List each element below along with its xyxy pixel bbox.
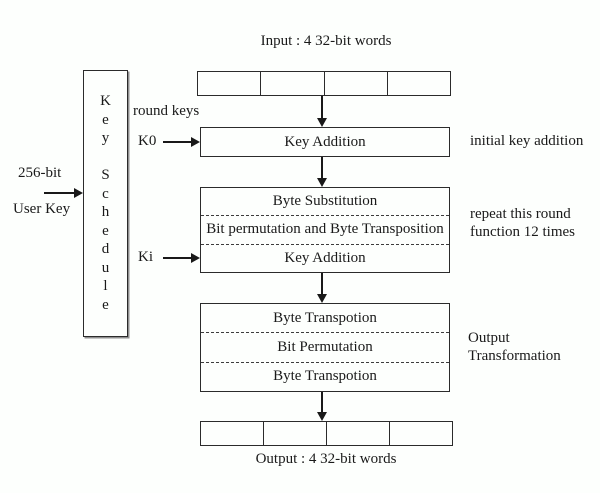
key-addition-box: Key Addition xyxy=(200,127,450,157)
output-register xyxy=(200,421,453,446)
key-addition-label: Key Addition xyxy=(284,133,366,150)
arrow-head-icon xyxy=(74,188,83,198)
arrow-head-icon xyxy=(317,178,327,187)
arrow-key-addition-to-round xyxy=(316,157,328,187)
bit-permutation-row: Bit Permutation xyxy=(201,332,449,361)
user-key-size-label: 256-bit xyxy=(18,165,62,181)
output-register-cell-3 xyxy=(327,422,390,445)
byte-transposition-row-1: Byte Transpotion xyxy=(273,309,377,326)
k0-arrow xyxy=(163,136,200,148)
arrow-head-icon xyxy=(191,253,200,263)
arrow-line xyxy=(44,192,78,194)
ki-label: Ki xyxy=(138,249,153,265)
user-key-arrow xyxy=(44,187,83,199)
output-transformation-note: Output Transformation xyxy=(468,330,561,364)
input-register xyxy=(197,71,451,96)
arrow-line xyxy=(321,273,323,298)
arrow-line xyxy=(321,96,323,122)
arrow-head-icon xyxy=(191,137,200,147)
input-register-cell-3 xyxy=(325,72,388,95)
output-transformation-box: Byte Transpotion Bit Permutation Byte Tr… xyxy=(200,303,450,392)
round-key-addition-row: Key Addition xyxy=(201,243,449,272)
arrow-head-icon xyxy=(317,118,327,127)
round-function-box: Byte Substitution Bit permutation and By… xyxy=(200,187,450,273)
bit-permutation-byte-transposition-row: Bit permutation and Byte Transposition xyxy=(201,215,449,243)
output-register-cell-1 xyxy=(201,422,264,445)
user-key-label: User Key xyxy=(13,201,71,217)
byte-transposition-row-2: Byte Transpotion xyxy=(201,361,449,391)
arrow-line xyxy=(321,392,323,416)
arrow-line xyxy=(163,141,195,143)
input-register-cell-2 xyxy=(261,72,325,95)
key-schedule-label: K e y S c h e d u l e xyxy=(100,93,111,313)
repeat-round-note: repeat this round function 12 times xyxy=(470,206,575,240)
ki-arrow xyxy=(163,252,200,264)
input-words-label: Input : 4 32-bit words xyxy=(260,33,392,49)
arrow-input-to-key-addition xyxy=(316,96,328,127)
round-keys-label: round keys xyxy=(133,103,200,119)
output-register-cell-2 xyxy=(264,422,327,445)
arrow-round-to-output-transformation xyxy=(316,273,328,303)
arrow-head-icon xyxy=(317,412,327,421)
byte-substitution-row: Byte Substitution xyxy=(272,193,378,210)
input-register-cell-1 xyxy=(198,72,262,95)
arrow-head-icon xyxy=(317,294,327,303)
arrow-line xyxy=(321,157,323,182)
key-schedule-box: K e y S c h e d u l e xyxy=(83,70,128,337)
output-register-cell-4 xyxy=(390,422,452,445)
k0-label: K0 xyxy=(138,133,157,149)
arrow-line xyxy=(163,257,195,259)
arrow-output-transformation-to-output xyxy=(316,392,328,421)
output-words-label: Output : 4 32-bit words xyxy=(255,451,397,467)
input-register-cell-4 xyxy=(388,72,450,95)
initial-key-addition-note: initial key addition xyxy=(470,133,584,149)
